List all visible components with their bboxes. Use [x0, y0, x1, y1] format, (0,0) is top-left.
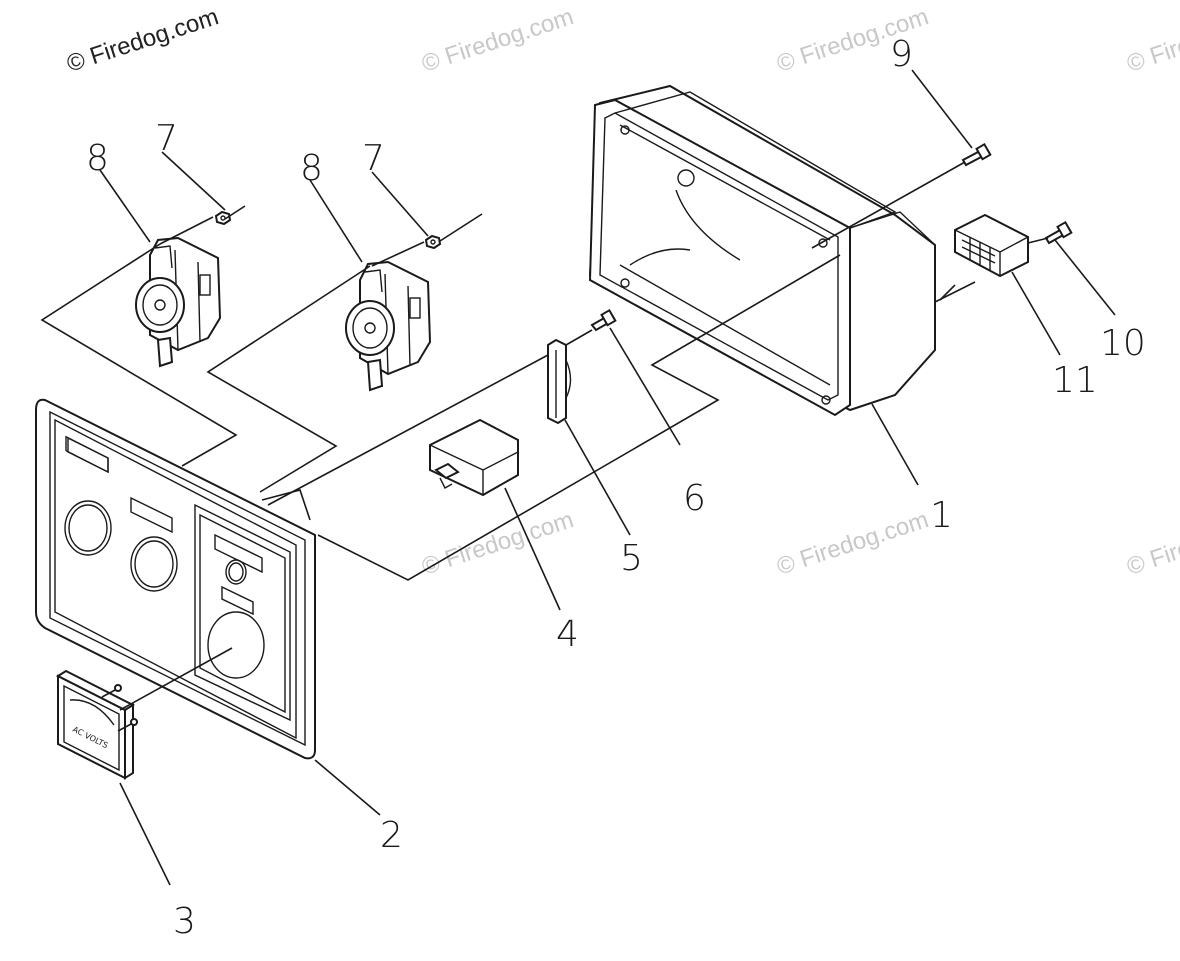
callout-8-right: 8 — [300, 148, 323, 189]
callout-7-left: 7 — [155, 118, 178, 159]
callout-5: 5 — [620, 538, 643, 579]
callout-3: 3 — [173, 901, 196, 942]
mounting-strip — [547, 338, 572, 425]
receptacle-8-right — [345, 260, 432, 392]
callout-4: 4 — [556, 614, 579, 655]
assembly-lines — [40, 69, 1116, 886]
watermark-faint-6: © Firedog.com — [774, 506, 932, 580]
callout-6: 6 — [683, 478, 706, 519]
callout-1: 1 — [930, 495, 953, 536]
voltmeter: AC VOLTS — [55, 669, 138, 780]
callout-2: 2 — [380, 815, 403, 856]
watermark-faint-7: © Firedog.com — [1124, 506, 1180, 580]
nut-7-left — [214, 210, 232, 226]
watermark-faint-5: © Firedog.com — [419, 506, 577, 580]
control-box-housing — [588, 84, 936, 417]
terminal-block — [954, 213, 1029, 278]
receptacle-8-left — [135, 236, 222, 368]
callout-9: 9 — [890, 34, 913, 75]
callout-7-right: 7 — [362, 138, 385, 179]
screw-9 — [961, 142, 992, 167]
watermark-faint-3: © Firedog.com — [1124, 3, 1180, 77]
callout-10: 10 — [1100, 323, 1146, 364]
screw-6 — [590, 308, 617, 332]
watermark-main: © Firedog.com — [64, 3, 222, 77]
front-panel — [35, 398, 316, 760]
circuit-breaker — [429, 418, 519, 497]
callout-8-left: 8 — [86, 138, 109, 179]
callout-11: 11 — [1052, 360, 1098, 401]
nut-7-right — [424, 234, 442, 250]
screw-10 — [1044, 220, 1073, 245]
watermark-faint-1: © Firedog.com — [419, 3, 577, 77]
